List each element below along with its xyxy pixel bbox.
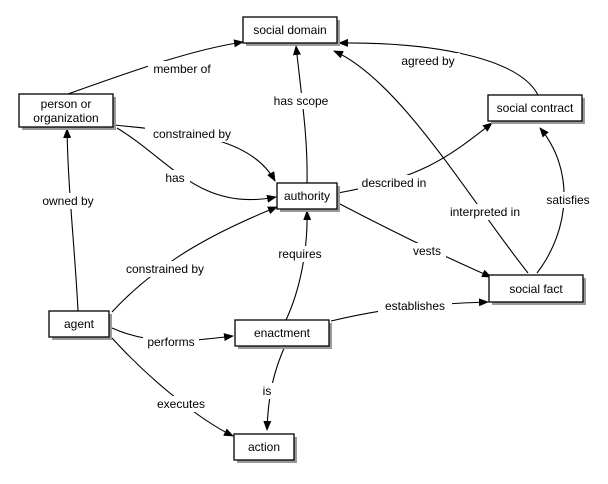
node-label-social-contract: social contract <box>497 101 574 115</box>
node-social-contract[interactable]: social contract <box>487 94 585 124</box>
node-label-person-or-organization-line1: person or <box>41 97 92 111</box>
edge-executes: executes <box>111 337 234 437</box>
edge-constrained-by-person: constrained by <box>113 124 276 182</box>
node-label-authority: authority <box>284 189 330 203</box>
edge-label-establishes: establishes <box>385 299 445 313</box>
node-action[interactable]: action <box>233 433 297 463</box>
edge-label-interpreted-in: interpreted in <box>450 205 520 219</box>
node-social-fact[interactable]: social fact <box>488 274 586 305</box>
node-agent[interactable]: agent <box>48 310 112 340</box>
node-person-or-organization[interactable]: person or organization <box>18 93 116 130</box>
edge-agreed-by: agreed by <box>338 38 539 96</box>
edge-label-constrained-by-agent: constrained by <box>126 262 204 276</box>
node-authority[interactable]: authority <box>276 182 340 212</box>
node-label-agent: agent <box>64 317 95 331</box>
edge-has: has <box>116 127 277 203</box>
node-label-social-fact: social fact <box>509 282 563 296</box>
edge-label-constrained-by-person: constrained by <box>153 127 231 141</box>
edge-described-in: described in <box>337 122 493 194</box>
edge-establishes: establishes <box>330 298 489 322</box>
edge-interpreted-in: interpreted in <box>333 50 529 274</box>
edge-member-of: member of <box>67 39 244 95</box>
edge-label-is: is <box>263 384 272 398</box>
node-label-person-or-organization-line2: organization <box>33 111 98 125</box>
edge-is: is <box>258 345 286 431</box>
edge-label-owned-by: owned by <box>42 194 93 208</box>
edge-has-scope: has scope <box>270 45 332 184</box>
edge-vests: vests <box>337 202 492 278</box>
edge-performs: performs <box>111 327 234 350</box>
node-label-action: action <box>248 440 280 454</box>
edge-label-requires: requires <box>278 247 321 261</box>
node-label-social-domain: social domain <box>253 23 326 37</box>
node-label-enactment: enactment <box>254 326 311 340</box>
edge-label-has-scope: has scope <box>274 94 329 108</box>
edge-satisfies: satisfies <box>536 127 594 274</box>
node-social-domain[interactable]: social domain <box>242 16 340 46</box>
edge-label-performs: performs <box>147 335 194 349</box>
edge-label-vests: vests <box>413 244 441 258</box>
edge-label-has: has <box>165 171 184 185</box>
node-enactment[interactable]: enactment <box>234 319 332 349</box>
edge-label-member-of: member of <box>153 62 211 76</box>
edge-constrained-by-agent: constrained by <box>111 206 278 313</box>
edge-label-described-in: described in <box>362 176 427 190</box>
edge-owned-by: owned by <box>38 128 98 312</box>
edge-label-satisfies: satisfies <box>546 193 589 207</box>
edge-requires: requires <box>274 210 326 321</box>
edge-label-executes: executes <box>157 397 205 411</box>
edge-label-agreed-by: agreed by <box>401 54 454 68</box>
